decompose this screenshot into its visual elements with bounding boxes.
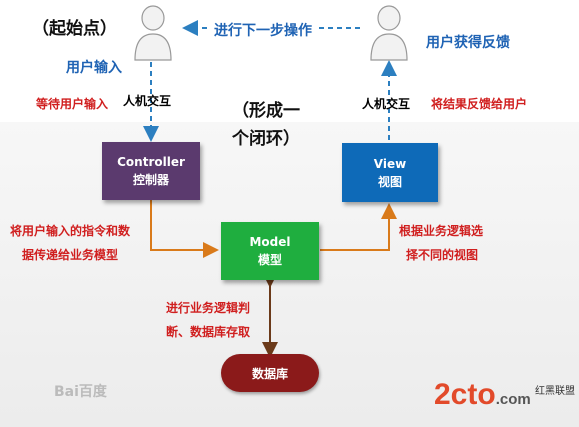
view-title: View <box>373 156 407 171</box>
hci-right-label: 人机交互 <box>362 97 411 111</box>
loop-label-line2: 个闭环） <box>232 129 300 149</box>
start-label: （起始点） <box>32 19 117 39</box>
controller-to-model-label-1: 将用户输入的指令和数 <box>10 224 131 238</box>
loop-label-line1: （形成一 <box>232 101 300 121</box>
controller-to-model-arrow <box>150 200 219 258</box>
controller-to-model-label-2: 据传递给业务模型 <box>22 248 119 262</box>
baidu-watermark: Bai百度 <box>54 384 107 400</box>
site-watermark-dot: .com <box>495 391 531 408</box>
model-title: Model <box>249 235 291 249</box>
controller-subtitle: 控制器 <box>132 173 169 187</box>
hci-left-label: 人机交互 <box>123 94 172 108</box>
controller-box: Controller 控制器 <box>102 142 200 200</box>
model-db-label-2: 断、数据库存取 <box>166 325 251 339</box>
site-watermark-name: 2cto <box>434 378 496 411</box>
model-to-view-arrow <box>320 203 397 251</box>
controller-title: Controller <box>117 155 185 169</box>
feedback-to-user-label: 将结果反馈给用户 <box>431 97 528 111</box>
database-node: 数据库 <box>221 354 319 392</box>
view-box: View 视图 <box>342 143 438 202</box>
model-box: Model 模型 <box>221 222 319 280</box>
start-user-icon <box>134 5 172 61</box>
model-subtitle: 模型 <box>257 253 282 267</box>
model-to-view-label-2: 择不同的视图 <box>406 248 479 262</box>
feedback-user-icon <box>370 5 408 61</box>
user-input-label: 用户输入 <box>66 60 122 76</box>
wait-input-label: 等待用户输入 <box>36 97 109 111</box>
next-step-label: 进行下一步操作 <box>210 20 316 40</box>
user-feedback-label: 用户获得反馈 <box>426 35 510 51</box>
model-db-label-1: 进行业务逻辑判 <box>166 301 251 315</box>
model-to-view-label-1: 根据业务逻辑选 <box>399 224 484 238</box>
site-watermark-small: 红黑联盟 <box>535 386 575 397</box>
view-subtitle: 视图 <box>377 174 402 189</box>
site-watermark-main: 2cto.com <box>434 380 531 415</box>
